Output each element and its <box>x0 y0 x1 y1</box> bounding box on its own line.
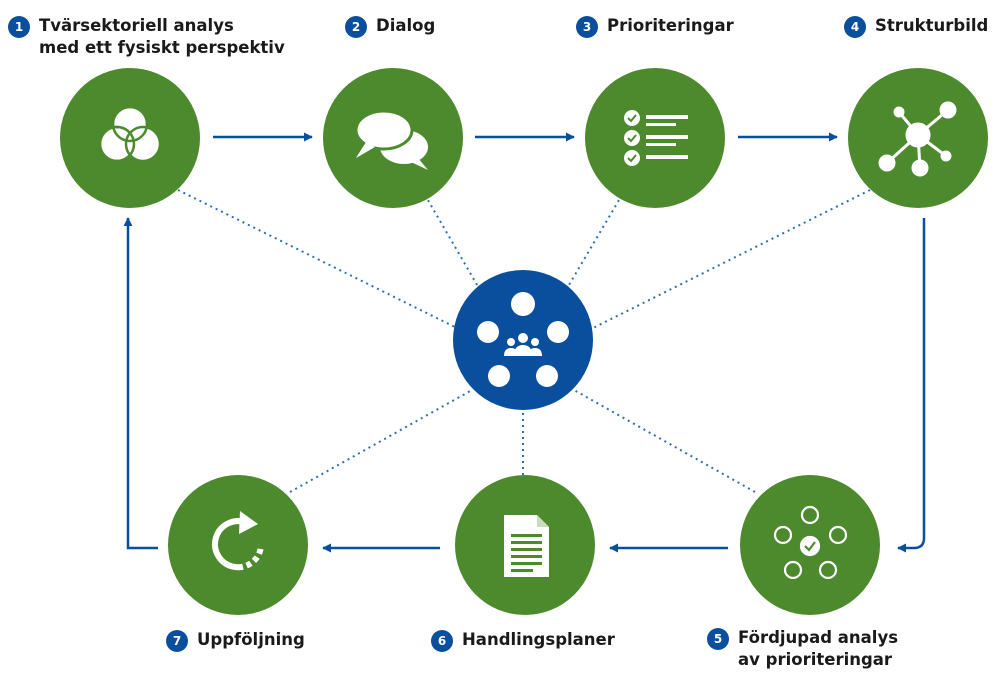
step-4-label: 4 Strukturbild <box>844 15 988 38</box>
step-5-number: 5 <box>707 628 729 650</box>
refresh-icon <box>212 511 266 572</box>
speech-bubbles-icon <box>354 109 428 170</box>
step-3-number: 3 <box>576 16 598 38</box>
arrow-4-5 <box>897 218 926 553</box>
step-6-number: 6 <box>431 630 453 652</box>
step-3-text: Prioriteringar <box>607 16 734 35</box>
step-6-text: Handlingsplaner <box>462 630 615 649</box>
spoke-4 <box>584 189 871 333</box>
dotted-connectors <box>177 189 871 493</box>
spoke-2 <box>424 194 481 291</box>
spoke-5 <box>573 389 756 493</box>
step-6-node <box>455 475 595 615</box>
spoke-1 <box>177 189 466 333</box>
step-1-label: 1 Tvärsektoriell analys med ett fysiskt … <box>8 15 285 59</box>
step-3-label: 3 Prioriteringar <box>576 15 734 38</box>
step-2-node <box>323 68 463 208</box>
step-7-number: 7 <box>166 630 188 652</box>
people-group-icon <box>477 292 569 387</box>
circles-check-icon <box>773 505 848 580</box>
step-2-number: 2 <box>345 16 367 38</box>
step-1-node <box>60 68 200 208</box>
step-4-number: 4 <box>844 16 866 38</box>
step-5-text: Fördjupad analys av prioriteringar <box>738 628 899 669</box>
step-5-node <box>740 475 880 615</box>
step-1-number: 1 <box>8 16 30 38</box>
step-2-label: 2 Dialog <box>345 15 435 38</box>
step-3-node <box>585 68 725 208</box>
network-icon <box>878 101 957 177</box>
step-7-text: Uppföljning <box>197 630 305 649</box>
arrow-7-1 <box>123 217 158 550</box>
step-1-text: Tvärsektoriell analys med ett fysiskt pe… <box>39 16 285 57</box>
step-6-label: 6 Handlingsplaner <box>431 629 615 652</box>
flow-arrows <box>123 132 926 553</box>
step-4-text: Strukturbild <box>875 16 989 35</box>
step-2-text: Dialog <box>376 16 436 35</box>
checklist-icon <box>624 110 688 166</box>
step-5-label: 5 Fördjupad analys av prioriteringar <box>707 627 898 671</box>
center-node <box>453 270 593 410</box>
step-7-node <box>168 475 308 615</box>
spoke-7 <box>289 389 473 493</box>
step-7-label: 7 Uppföljning <box>166 629 305 652</box>
spoke-3 <box>565 194 623 291</box>
step-4-node <box>848 68 988 208</box>
document-icon <box>504 515 549 577</box>
